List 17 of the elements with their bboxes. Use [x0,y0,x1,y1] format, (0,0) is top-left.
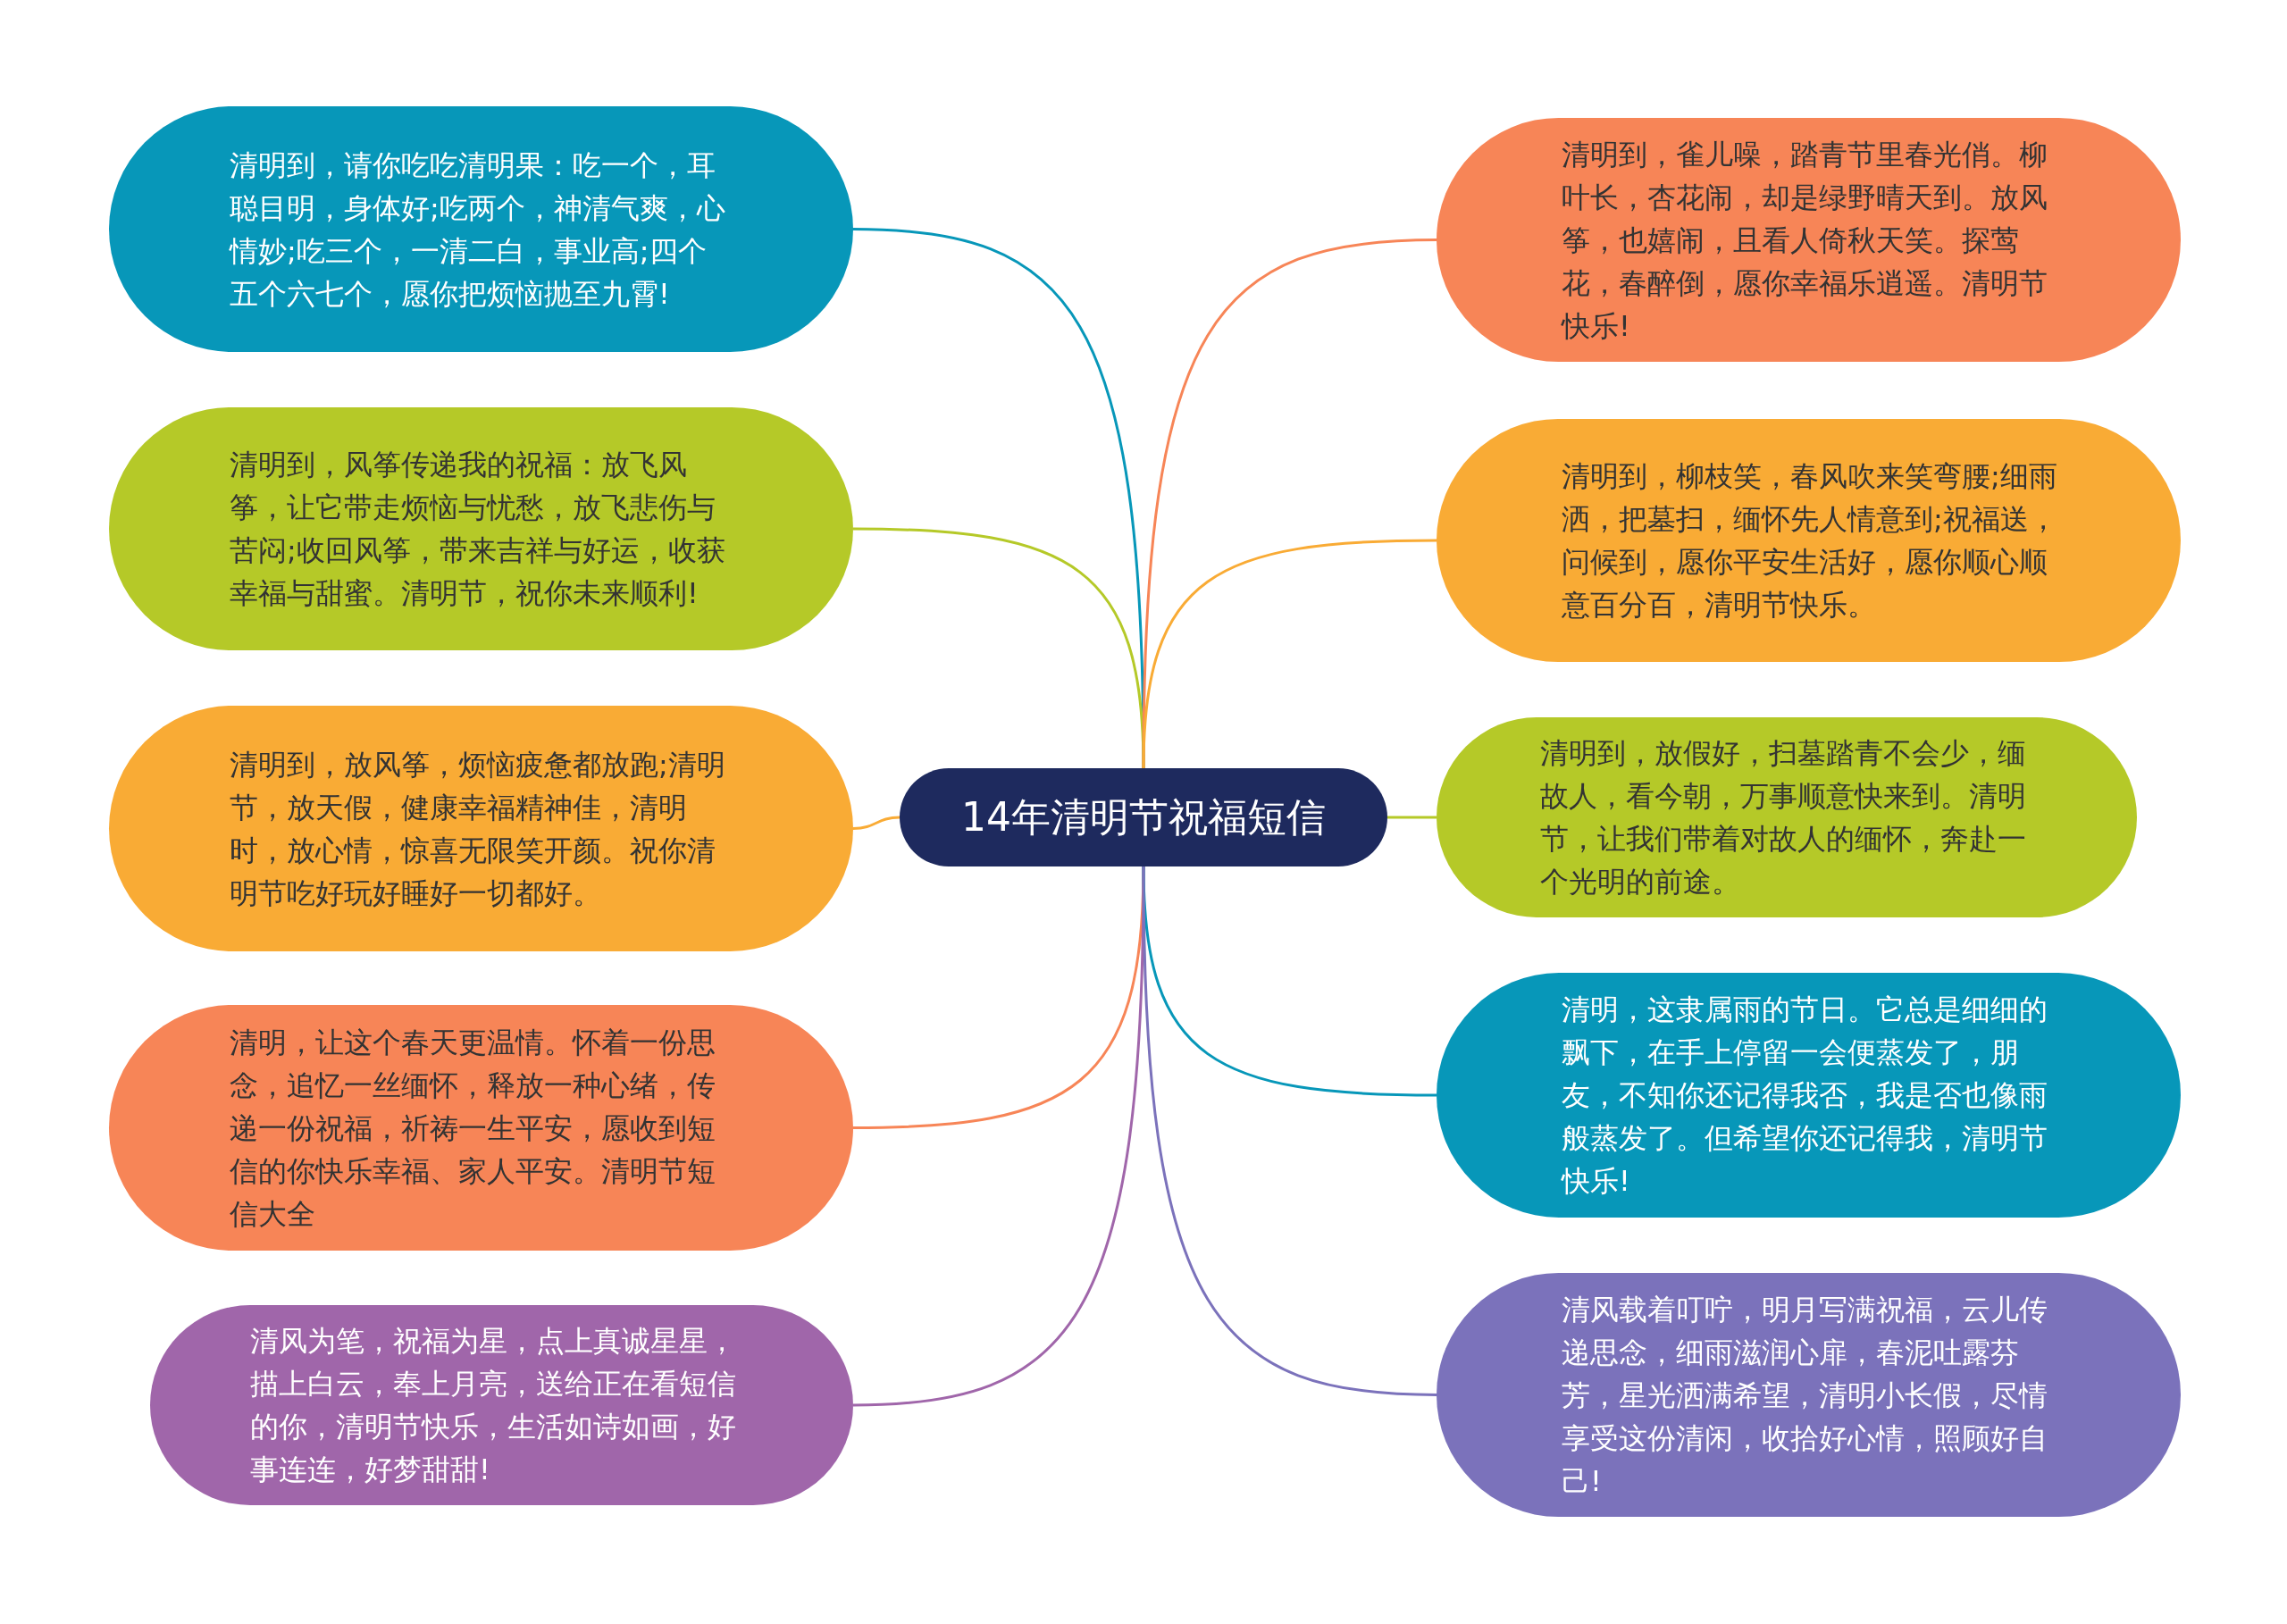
message-text: 清明到，放假好，扫墓踏青不会少，缅故人，看今朝，万事顺意快来到。清明节，让我们带着对故人的缅怀，奔赴一个光明的前途。 [1540,735,2027,900]
connector-line [852,866,1145,1407]
message-text: 清明到，放风筝，烦恼疲惫都放跑;清明节，放天假，健康幸福精神佳，清明时，放心情，惊喜无限笑开颜。祝你清明节吃好玩好睡好一切都好。 [230,746,726,912]
connector-line [1142,866,1437,1396]
message-text: 清明到，风筝传递我的祝福：放飞风筝，让它带走烦恼与忧愁，放飞悲伤与苦闷;收回风筝，带来吉祥与好运，收获幸福与甜蜜。清明节，祝你未来顺利! [230,447,726,612]
message-text: 清明到，柳枝笑，春风吹来笑弯腰;细雨洒，把墓扫，缅怀先人情意到;祝福送，问候到，愿你平安生活好，愿你顺心顺意百分百，清明节快乐。 [1562,458,2058,624]
message-text: 清明到，请你吃吃清明果：吃一个，耳聪目明，身体好;吃两个，神清气爽，心情妙;吃三个，一清二白，事业高;四个五个六七个，愿你把烦恼抛至九霄! [230,146,726,313]
message-text: 清明，这隶属雨的节日。它总是细细的飘下，在手上停留一会便蒸发了，朋友，不知你还记得我否，我是否也像雨般蒸发了。但希望你还记得我，清明节快乐! [1562,992,2048,1200]
connector-line [1387,816,1437,819]
message-text: 清风为笔，祝福为星，点上真诚星星，描上白云，奉上月亮，送给正在看短信的你，清明节快乐，生活如诗如画，好事连连，好梦甜甜! [250,1323,737,1488]
connector-line [1142,239,1437,769]
message-text: 清明到，雀儿噪，踏青节里春光俏。柳叶长，杏花闹，却是绿野晴天到。放风筝，也嬉闹，且看人倚秋天笑。探莺花，春醉倒，愿你幸福乐逍遥。清明节快乐! [1562,136,2048,345]
message-text: 清风载着叮咛，明月写满祝福，云儿传递思念，细雨滋润心扉，春泥吐露芬芳，星光洒满希望，清明小长假，尽情享受这份清闲，收拾好心情，照顾好自己! [1562,1291,2048,1500]
connector-line [1142,539,1437,769]
message-text: 清明，让这个春天更温情。怀着一份思念，追忆一丝缅怀，释放一种心绪，传递一份祝福，祈祷一生平安，愿收到短信的你快乐幸福、家人平安。清明节短信大全 [230,1024,716,1233]
topic-title: 14年清明节祝福短信 [961,793,1326,841]
connector-line [852,816,901,830]
